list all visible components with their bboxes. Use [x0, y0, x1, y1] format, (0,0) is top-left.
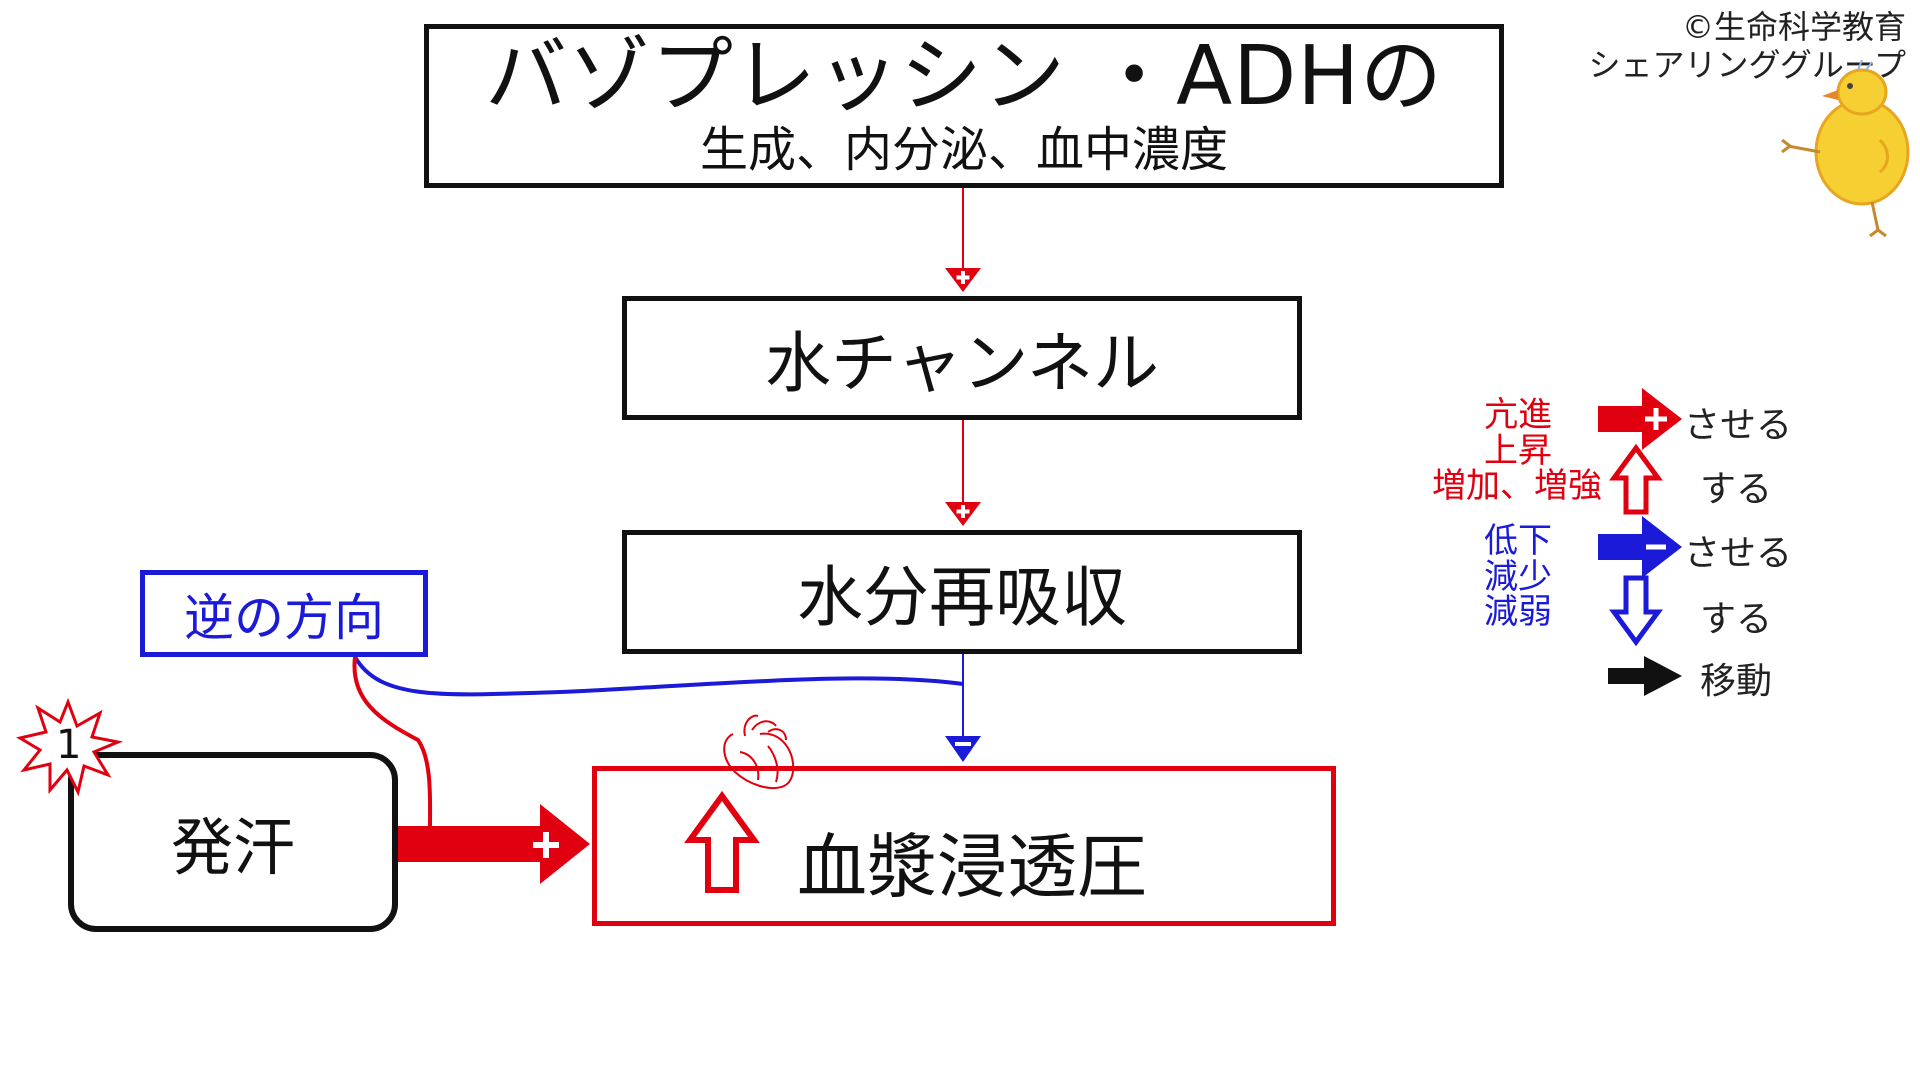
legend-suppress-line1: 低下	[1484, 521, 1552, 561]
plus-icon	[945, 502, 981, 526]
plus-icon	[945, 268, 981, 292]
legend-do-down: する	[1700, 599, 1773, 640]
legend-suppress-arrow	[1598, 516, 1682, 578]
water-reabsorption-label: 水分再吸収	[797, 559, 1127, 636]
legend-move: 移動	[1700, 661, 1773, 702]
badge-number: 1	[56, 722, 82, 768]
legend-promote-text: 亢進 上昇 増加、増強	[1380, 395, 1602, 507]
water-channel-label: 水チャンネル	[764, 325, 1160, 402]
copyright: ©生命科学教育 シェアリンググループ	[1589, 8, 1906, 85]
reverse-red-curve	[352, 656, 433, 827]
heart-icon	[723, 714, 795, 790]
legend-promote-arrow	[1598, 388, 1682, 450]
up-arrow-icon	[1609, 443, 1663, 515]
sweating-box: 発汗	[68, 752, 398, 932]
chick-icon	[1781, 59, 1910, 238]
legend-suppress-line3: 減弱	[1484, 592, 1552, 633]
reverse-direction-label: 逆の方向	[184, 588, 384, 647]
sweating-plus-arrow	[398, 804, 590, 884]
legend-promote-line3: 増加、増強	[1432, 466, 1602, 507]
sweating-label: 発汗	[170, 811, 295, 884]
legend-promote-line1: 亢進	[1484, 395, 1552, 435]
water-reabsorption-box: 水分再吸収	[622, 530, 1302, 654]
water-channel-box: 水チャンネル	[622, 296, 1302, 420]
legend-promote-line2: 上昇	[1484, 430, 1552, 471]
legend-suppress-text: 低下 減少 減弱	[1380, 521, 1602, 633]
up-arrow-icon	[684, 790, 760, 893]
vasopressin-box: バゾプレッシン ・ADHの 生成、内分泌、血中濃度	[424, 24, 1504, 188]
minus-icon	[945, 736, 981, 762]
reverse-direction-box: 逆の方向	[140, 570, 428, 657]
vasopressin-title: バゾプレッシン ・ADHの	[485, 28, 1443, 124]
starburst-icon	[16, 697, 124, 797]
legend-make-suppress: させる	[1684, 533, 1793, 574]
legend-move-arrow	[1608, 656, 1682, 696]
reverse-direction-curve	[353, 655, 964, 697]
legend-make-promote: させる	[1684, 405, 1793, 446]
legend-do-up: する	[1700, 469, 1773, 510]
vasopressin-subtitle: 生成、内分泌、血中濃度	[699, 121, 1228, 178]
plasma-osmolality-label: 血漿浸透圧	[797, 826, 1147, 908]
legend-suppress-line2: 減少	[1484, 556, 1552, 597]
copyright-line1: ©生命科学教育	[1681, 8, 1906, 46]
down-arrow-icon	[1609, 575, 1663, 647]
